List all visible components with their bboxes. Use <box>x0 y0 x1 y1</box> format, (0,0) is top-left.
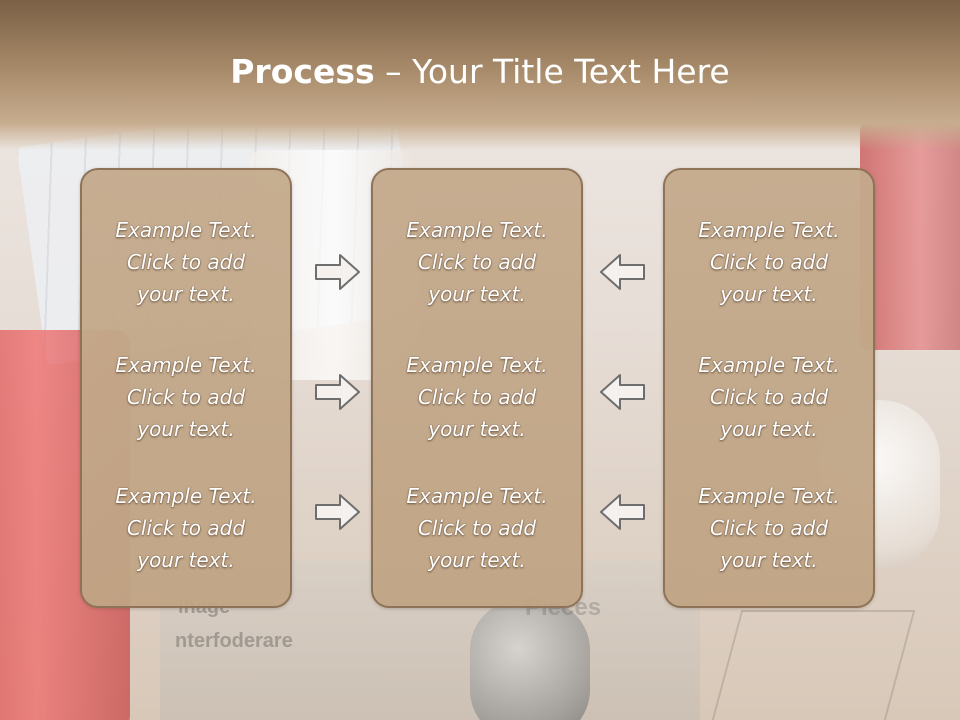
wire-frame <box>710 610 916 720</box>
text-line: your text. <box>720 417 818 441</box>
text-line: Example Text. <box>406 218 548 242</box>
text-line: Click to add <box>709 385 829 409</box>
red-thread-spool-top <box>860 120 960 350</box>
text-placeholder[interactable]: Example Text. Click to add your text. <box>373 349 581 445</box>
slide-title[interactable]: Process – Your Title Text Here <box>0 52 960 91</box>
process-box-center[interactable]: Example Text. Click to add your text. Ex… <box>371 168 583 608</box>
text-line: Example Text. <box>115 353 257 377</box>
text-placeholder[interactable]: Example Text. Click to add your text. <box>82 214 290 310</box>
arrow-right-icon[interactable] <box>314 492 362 532</box>
text-line: your text. <box>720 282 818 306</box>
text-placeholder[interactable]: Example Text. Click to add your text. <box>82 480 290 576</box>
arrow-left-icon[interactable] <box>598 372 646 412</box>
text-line: your text. <box>137 282 235 306</box>
title-rest: Your Title Text Here <box>412 52 730 91</box>
process-box-left[interactable]: Example Text. Click to add your text. Ex… <box>80 168 292 608</box>
text-line: your text. <box>428 548 526 572</box>
text-line: your text. <box>428 417 526 441</box>
text-placeholder[interactable]: Example Text. Click to add your text. <box>665 214 873 310</box>
text-line: Click to add <box>126 385 246 409</box>
text-line: your text. <box>137 548 235 572</box>
text-line: Example Text. <box>698 218 840 242</box>
process-box-right[interactable]: Example Text. Click to add your text. Ex… <box>663 168 875 608</box>
text-placeholder[interactable]: Example Text. Click to add your text. <box>665 349 873 445</box>
text-line: Click to add <box>417 385 537 409</box>
box-print-text: nterfoderare <box>175 630 293 652</box>
text-placeholder[interactable]: Example Text. Click to add your text. <box>665 480 873 576</box>
text-line: Example Text. <box>698 484 840 508</box>
text-line: Click to add <box>709 516 829 540</box>
text-line: Example Text. <box>115 484 257 508</box>
arrow-right-icon[interactable] <box>314 372 362 412</box>
text-line: Click to add <box>417 250 537 274</box>
arrow-left-icon[interactable] <box>598 252 646 292</box>
arrow-right-icon[interactable] <box>314 252 362 292</box>
text-line: Click to add <box>126 250 246 274</box>
text-line: Click to add <box>126 516 246 540</box>
arrow-left-icon[interactable] <box>598 492 646 532</box>
metal-thimble <box>470 600 590 720</box>
text-line: Example Text. <box>115 218 257 242</box>
text-line: your text. <box>137 417 235 441</box>
title-bold: Process <box>230 52 375 91</box>
text-placeholder[interactable]: Example Text. Click to add your text. <box>373 214 581 310</box>
text-line: Click to add <box>709 250 829 274</box>
text-line: your text. <box>720 548 818 572</box>
text-line: Example Text. <box>406 353 548 377</box>
text-line: Example Text. <box>698 353 840 377</box>
text-line: Click to add <box>417 516 537 540</box>
title-dash: – <box>374 52 413 91</box>
text-line: Example Text. <box>406 484 548 508</box>
text-placeholder[interactable]: Example Text. Click to add your text. <box>82 349 290 445</box>
title-band <box>0 0 960 150</box>
text-placeholder[interactable]: Example Text. Click to add your text. <box>373 480 581 576</box>
text-line: your text. <box>428 282 526 306</box>
